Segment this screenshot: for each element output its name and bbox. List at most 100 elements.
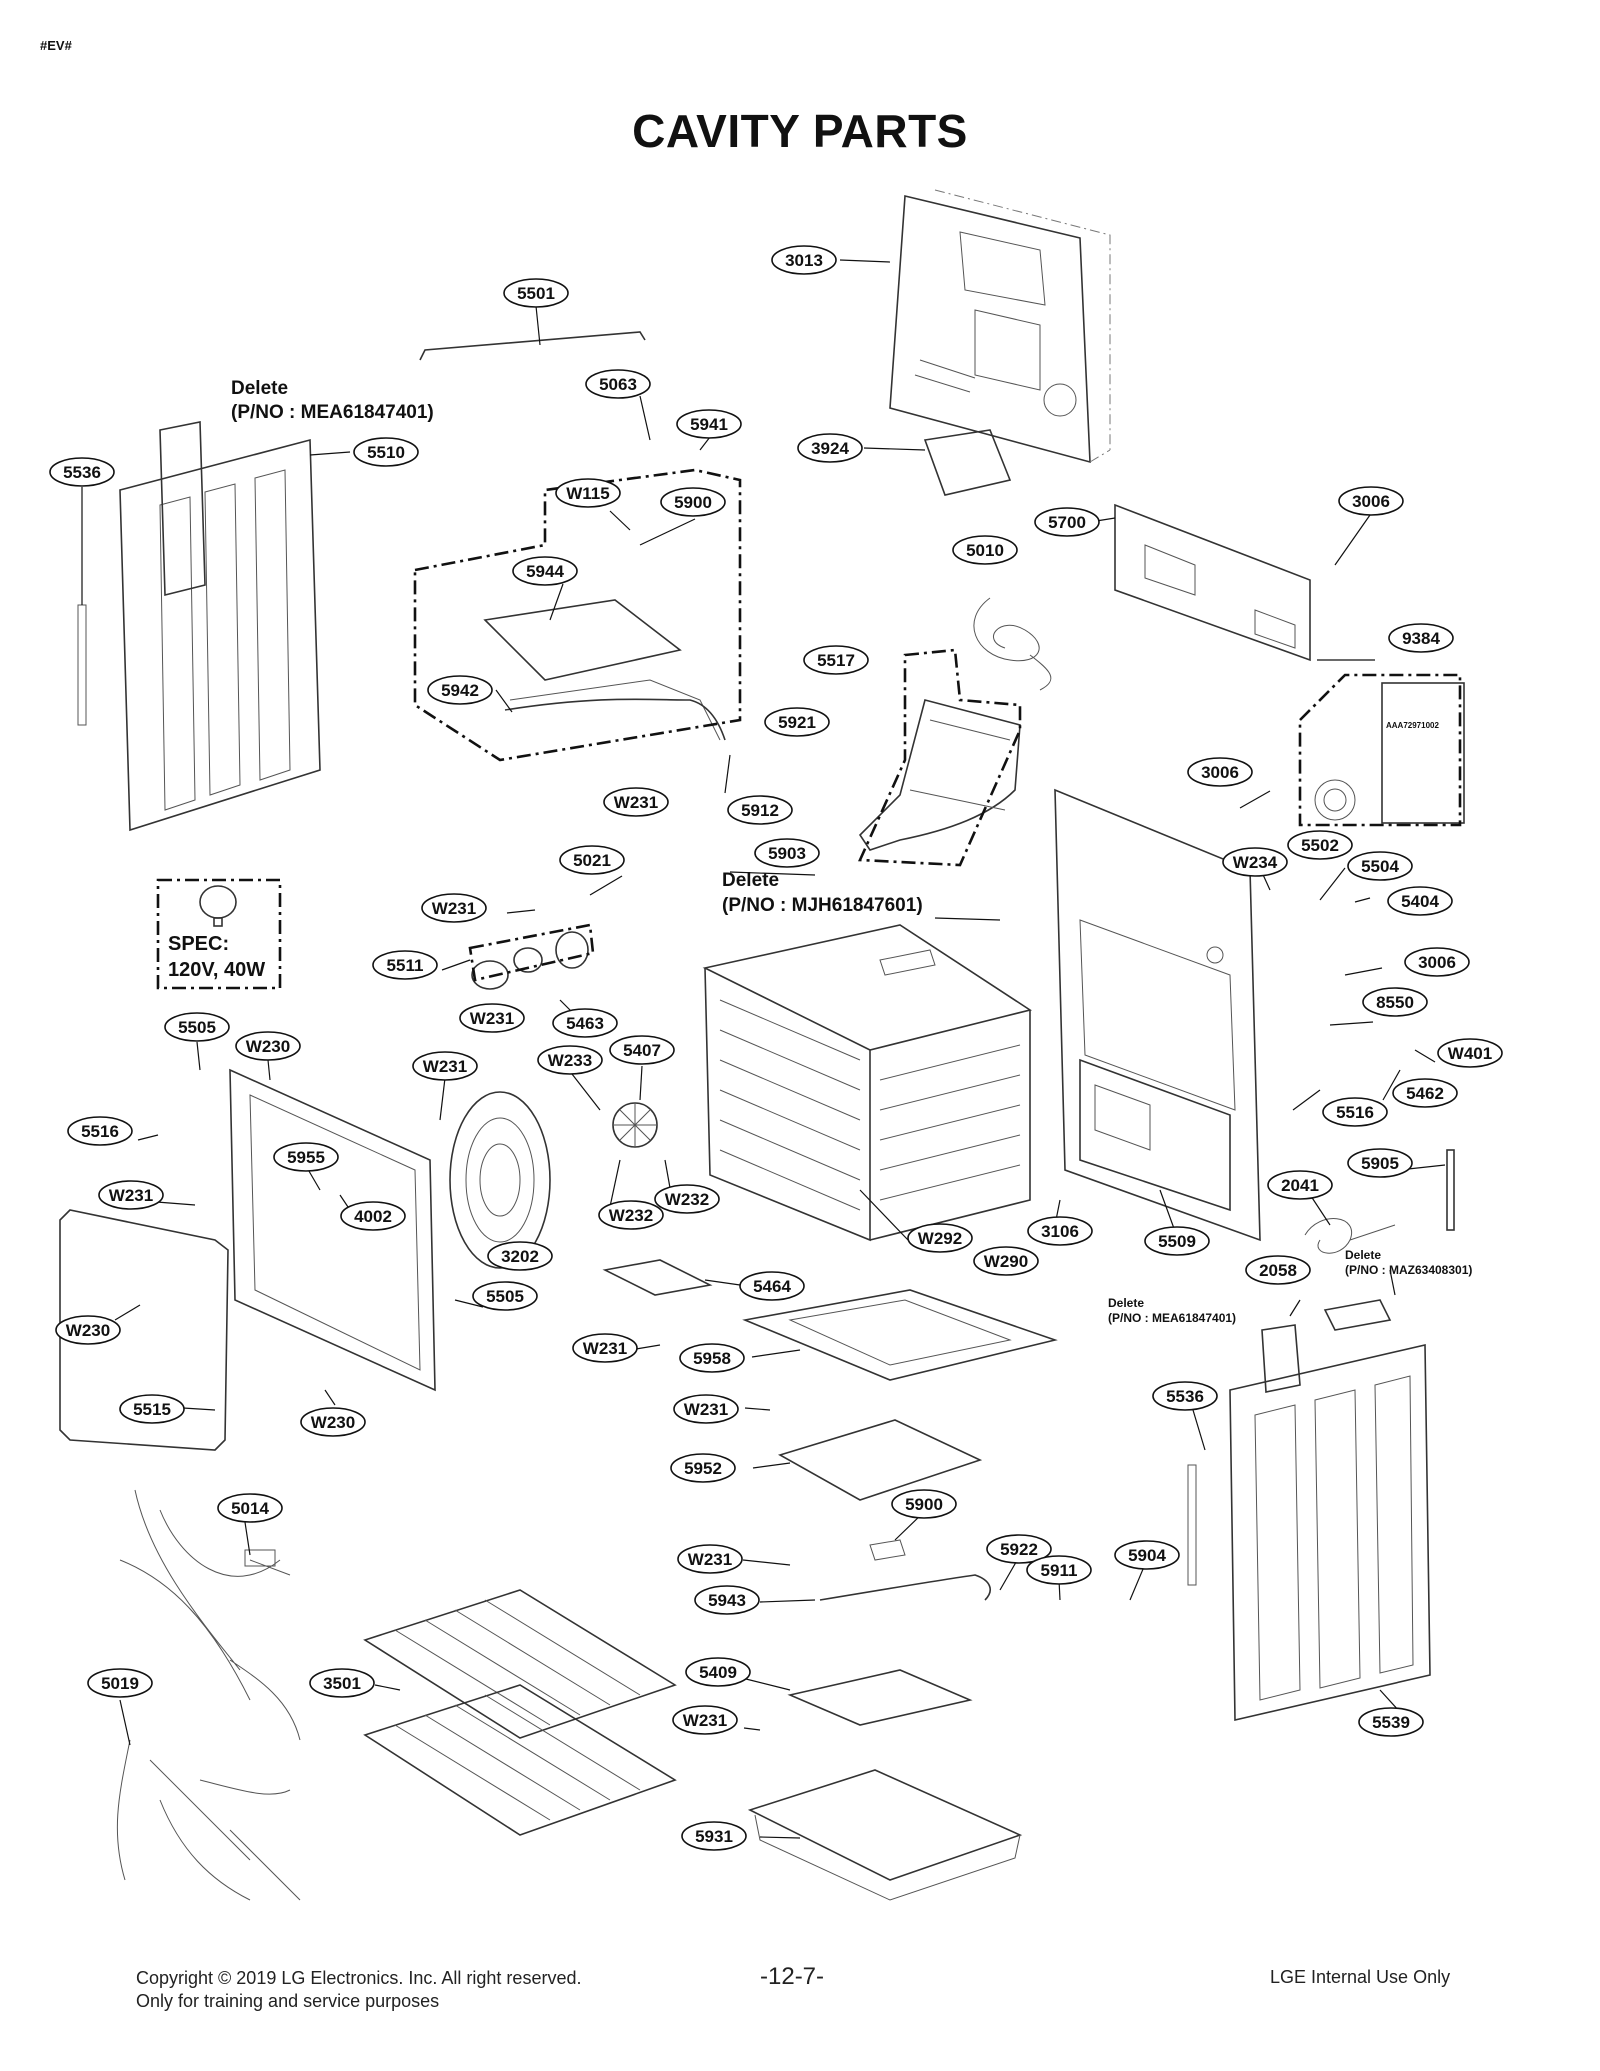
part-number-label: W292 xyxy=(918,1229,962,1248)
svg-text:AAA72971002: AAA72971002 xyxy=(1386,721,1439,730)
callout-oval xyxy=(891,1489,957,1519)
callout-oval xyxy=(1322,1097,1388,1127)
part-callout: 3501 xyxy=(309,1668,375,1698)
part-number-label: W231 xyxy=(614,793,658,812)
bottom-cover-5958 xyxy=(742,1289,1058,1381)
part-number-label: W231 xyxy=(109,1186,153,1205)
sensor-5905 xyxy=(1446,1149,1455,1231)
part-number-label: 5063 xyxy=(599,375,637,394)
cover-5409 xyxy=(787,1669,973,1726)
part-number-note: (P/NO : MJH61847601) xyxy=(722,895,923,916)
callout-oval xyxy=(1358,1707,1424,1737)
callout-oval xyxy=(670,1453,736,1483)
page-title: CAVITY PARTS xyxy=(632,105,968,157)
callout-oval xyxy=(559,845,625,875)
callout-oval xyxy=(681,1821,747,1851)
part-callout: 3924 xyxy=(797,433,863,463)
callout-oval xyxy=(555,478,621,508)
part-number-label: 5911 xyxy=(1041,1561,1078,1580)
part-callout: 5404 xyxy=(1387,886,1453,916)
callout-oval xyxy=(503,278,569,308)
callout-oval xyxy=(1404,947,1470,977)
group-9384-outline xyxy=(1298,673,1462,827)
fan-3202 xyxy=(449,1091,551,1269)
document-tag: #EV# xyxy=(40,38,72,53)
rear-frame-5509 xyxy=(1054,788,1261,1242)
front-frame xyxy=(229,1068,436,1392)
callout-oval xyxy=(907,1223,973,1253)
part-callout: 5516 xyxy=(67,1116,133,1146)
callout-oval xyxy=(1347,851,1413,881)
lamp-bulb-icon xyxy=(199,885,237,919)
part-callout: 5502 xyxy=(1287,830,1353,860)
part-number-label: 3106 xyxy=(1041,1222,1079,1241)
part-number-label: 5404 xyxy=(1401,892,1439,911)
copyright-line: Copyright © 2019 LG Electronics. Inc. Al… xyxy=(136,1968,582,1988)
part-callout: 5510 xyxy=(353,437,419,467)
part-number-label: 3006 xyxy=(1418,953,1456,972)
part-callout: 5409 xyxy=(685,1657,751,1687)
callout-oval xyxy=(676,409,742,439)
callout-oval xyxy=(609,1035,675,1065)
callout-oval xyxy=(412,1051,478,1081)
part-number-label: W231 xyxy=(684,1400,728,1419)
part-number-label: 5904 xyxy=(1128,1546,1166,1565)
part-number-label: 5504 xyxy=(1361,857,1399,876)
part-callout: 3202 xyxy=(487,1241,553,1271)
part-callout: W231 xyxy=(672,1705,738,1735)
insulation-strip-5536 xyxy=(77,604,87,726)
part-number-label: 5942 xyxy=(441,681,479,700)
wire-5010 xyxy=(973,597,1052,691)
part-number-label: W231 xyxy=(688,1550,732,1569)
tray-5931 xyxy=(747,1769,1023,1901)
part-callout: 5504 xyxy=(1347,851,1413,881)
callout-oval xyxy=(421,893,487,923)
part-callout: W231 xyxy=(673,1394,739,1424)
copyright: Copyright © 2019 LG Electronics. Inc. Al… xyxy=(136,1967,581,2013)
plate-5700 xyxy=(1114,503,1311,662)
back-panel-3013 xyxy=(889,189,1111,464)
part-callout: W231 xyxy=(677,1544,743,1574)
callout-oval xyxy=(1388,623,1454,653)
part-callout: 3006 xyxy=(1338,486,1404,516)
callout-oval xyxy=(309,1668,375,1698)
oven-cavity xyxy=(702,924,1032,1242)
callout-oval xyxy=(1267,1170,1333,1200)
training-line: Only for training and service purposes xyxy=(136,1991,440,2011)
part-number-label: W232 xyxy=(609,1206,653,1225)
part-number-label: W234 xyxy=(1233,853,1278,872)
part-callout: 5014 xyxy=(217,1493,283,1523)
part-callout: 5942 xyxy=(427,675,493,705)
part-number-label: 5464 xyxy=(753,1277,791,1296)
part-number-label: 5955 xyxy=(287,1148,325,1167)
duct-5517 xyxy=(858,699,1021,851)
callout-oval xyxy=(87,1668,153,1698)
part-callout: W231 xyxy=(572,1333,638,1363)
callout-oval xyxy=(1034,507,1100,537)
part-callout: 5931 xyxy=(681,1821,747,1851)
part-number-label: W231 xyxy=(470,1009,514,1028)
part-callout: 3006 xyxy=(1187,757,1253,787)
callout-oval xyxy=(164,1012,230,1042)
part-callout: 2041 xyxy=(1267,1170,1333,1200)
part-callout: 5922 xyxy=(986,1534,1052,1564)
part-number-label: W231 xyxy=(423,1057,467,1076)
part-callout: 5536 xyxy=(1152,1381,1218,1411)
wire-harness-5019 xyxy=(116,1739,301,1901)
secondary-labels: Delete (P/NO : MEA61847401) SPEC: 120V, … xyxy=(168,378,1472,1325)
part-number-label: W230 xyxy=(311,1413,355,1432)
callout-oval xyxy=(679,1343,745,1373)
part-number-label: 5515 xyxy=(133,1400,171,1419)
part-callout: 5010 xyxy=(952,535,1018,565)
callout-oval xyxy=(49,457,115,487)
part-callout: 5517 xyxy=(803,645,869,675)
part-number-label: 4002 xyxy=(354,1207,392,1226)
part-callout: W230 xyxy=(55,1315,121,1345)
callout-oval xyxy=(372,950,438,980)
lamp-5511 xyxy=(471,931,589,990)
callout-oval xyxy=(986,1534,1052,1564)
part-callout: W231 xyxy=(459,1003,525,1033)
part-callout: 5505 xyxy=(472,1281,538,1311)
spec-label: SPEC: xyxy=(168,933,229,955)
callout-oval xyxy=(537,1045,603,1075)
